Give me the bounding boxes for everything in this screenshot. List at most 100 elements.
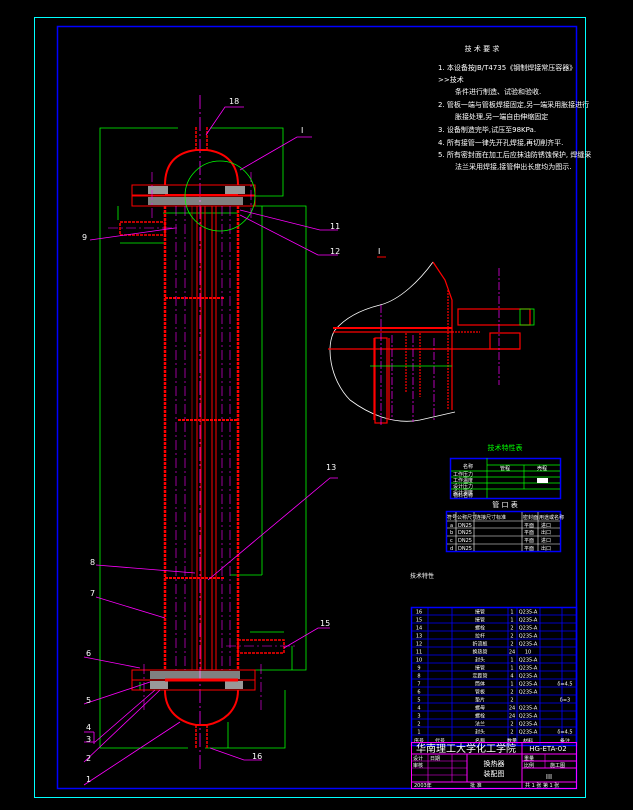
cell: 密封面 xyxy=(523,514,538,521)
cell: 物料名称 xyxy=(453,492,473,499)
parts-cell: 定距管 xyxy=(472,673,487,680)
cell: d xyxy=(450,546,453,552)
parts-cell: 24 xyxy=(509,706,515,712)
parts-cell: 4 xyxy=(510,674,513,680)
parts-cell: 2 xyxy=(510,634,513,640)
parts-cell: 3 xyxy=(417,714,420,720)
date-label: 日期 xyxy=(430,756,440,762)
cell: 平面 xyxy=(524,523,534,529)
parts-cell: δ=4.5 xyxy=(557,730,572,736)
dimension-lines xyxy=(99,127,307,749)
parts-cell: 2 xyxy=(510,626,513,632)
parts-cell: Q235-A xyxy=(519,714,538,720)
tech-req-line: 胀接处理,另一端自由伸缩固定 xyxy=(455,112,548,121)
parts-cell: 11 xyxy=(416,650,422,656)
cell: 连接尺寸标准 xyxy=(476,514,506,521)
cell: 进口 xyxy=(541,537,551,544)
cell: 出口 xyxy=(541,529,551,536)
parts-cell: 封头 xyxy=(475,657,485,664)
parts-cell: Q235-A xyxy=(519,642,538,648)
leader-lines xyxy=(83,106,338,786)
parts-cell: 筒体 xyxy=(475,681,485,688)
school-name: 华南理工大学化工学院 xyxy=(416,742,516,755)
parts-cell: 换热管 xyxy=(472,649,487,656)
parts-cell: Q235-A xyxy=(519,666,538,672)
parts-cell: 2 xyxy=(510,690,513,696)
cell: c xyxy=(450,538,453,544)
label-5: 5 xyxy=(86,696,91,705)
parts-header-cell: 代号 xyxy=(435,738,445,745)
parts-cell: 1 xyxy=(510,658,513,664)
approve-label: 批 准 xyxy=(470,782,482,789)
parts-cell: 5 xyxy=(417,698,420,704)
detail-view-I: I xyxy=(328,247,535,425)
drawing-name-2: 装配图 xyxy=(484,769,505,778)
cell: 进口 xyxy=(541,522,551,529)
parts-cell: 1 xyxy=(510,666,513,672)
inner-frame xyxy=(56,25,578,790)
parts-cell: 7 xyxy=(417,682,420,688)
vessel-elevation: 18 I 11 12 9 13 8 7 15 6 5 4 3 2 1 16 技术… xyxy=(82,95,434,786)
parts-cell: 1 xyxy=(510,610,513,616)
parts-cell: Q235-A xyxy=(519,658,538,664)
label-16: 16 xyxy=(252,752,262,761)
parts-cell: 拉杆 xyxy=(475,633,485,640)
parts-cell: 1 xyxy=(417,730,420,736)
cell: DN25 xyxy=(458,523,472,529)
check-label: 审核 xyxy=(413,762,423,769)
cell: 平面 xyxy=(524,530,534,536)
tech-req-line: 法兰采用焊接,接管伸出长度均为图示. xyxy=(455,162,571,171)
cell: 设计压力 xyxy=(453,483,473,490)
parts-header-cell: 数量 xyxy=(507,738,517,745)
tech-req-line: 条件进行制造、试验和验收. xyxy=(455,87,541,96)
parts-cell: 2 xyxy=(510,642,513,648)
tech-table: 技术特性表 名称 管程 壳程 工作压力 工作温度 设计压力 设计温度 物料名称 xyxy=(449,443,562,500)
cell: 出口 xyxy=(541,545,551,552)
cell: b xyxy=(450,530,453,536)
cell: 管程 xyxy=(500,465,510,472)
cell: a xyxy=(450,523,453,529)
tech-req-line: 3. 设备制造完毕,试压至98KPa. xyxy=(438,125,536,134)
cell: 设计温度 xyxy=(453,489,473,496)
parts-cell: 2 xyxy=(510,698,513,704)
parts-cell: 24 xyxy=(509,714,515,720)
parts-cell: δ=3 xyxy=(560,698,570,704)
parts-cell: 法兰 xyxy=(475,721,485,728)
parts-cell: Q235-A xyxy=(519,610,538,616)
cell: DN25 xyxy=(458,530,472,536)
title-block: 华南理工大学化工学院 HG-ETA-02 换热器 装配图 设计 审核 日期 重量… xyxy=(411,742,577,789)
cell: DN25 xyxy=(458,538,472,544)
nozzle-table-title: 管 口 表 xyxy=(492,500,517,509)
cell: 平面 xyxy=(524,546,534,552)
label-18: 18 xyxy=(229,97,239,106)
parts-cell: 24 xyxy=(509,650,515,656)
outer-frame xyxy=(34,17,586,798)
tech-req-line: 5. 所有密封面在加工后应抹油防锈蚀保护, 焊缝采 xyxy=(438,150,591,159)
cell: 符号 xyxy=(447,514,457,521)
code: III xyxy=(546,773,552,781)
parts-cell: 12 xyxy=(416,642,422,648)
label-12: 12 xyxy=(330,247,340,256)
label-6: 6 xyxy=(86,649,91,658)
parts-cell: 16 xyxy=(416,610,422,616)
parts-header-cell: 材料 xyxy=(523,738,533,745)
parts-header-cell: 序号 xyxy=(414,738,424,745)
label-15: 15 xyxy=(320,619,330,628)
parts-cell: Q235-A xyxy=(519,682,538,688)
parts-cell: Q235-A xyxy=(519,674,538,680)
parts-cell: 螺栓 xyxy=(475,625,485,632)
label-11: 11 xyxy=(330,222,340,231)
parts-cell: 6 xyxy=(417,690,420,696)
parts-cell: 接管 xyxy=(475,609,485,616)
parts-header-cell: 名称 xyxy=(475,738,485,745)
cell: 用途或名称 xyxy=(539,514,564,521)
drawing-name-1: 换热器 xyxy=(484,759,505,768)
parts-cell: 10 xyxy=(525,650,531,656)
parts-cell: 8 xyxy=(417,674,420,680)
parts-cell: 1 xyxy=(510,618,513,624)
parts-cell: 14 xyxy=(416,626,422,632)
label-3: 3 xyxy=(86,735,91,744)
tech-req-line: 4. 所有接管一律先开孔焊接,再切削齐平. xyxy=(438,138,563,147)
detail-circle xyxy=(184,160,256,232)
